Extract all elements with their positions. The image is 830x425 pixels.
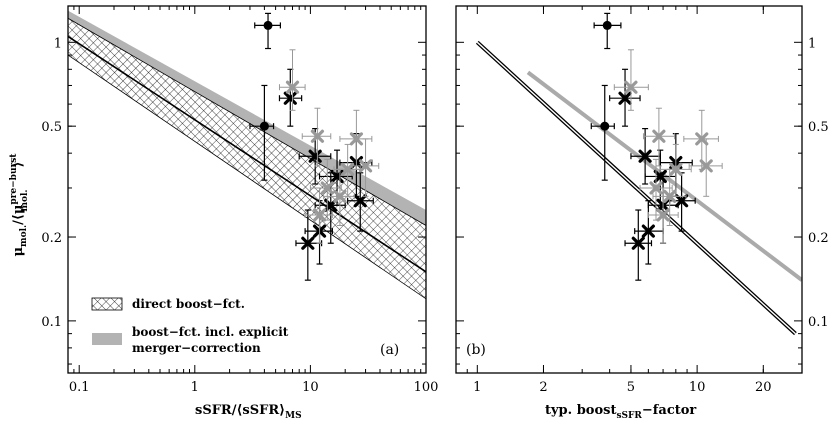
panel-a-black-cross-marker — [353, 194, 367, 208]
panel-b-xlabel-main: typ. boost — [545, 403, 616, 418]
panel-b-ytick-label-right: 0.1 — [808, 315, 829, 330]
panel-a-frame — [67, 5, 427, 374]
panel-a-ylabel: μmol./⟨μpre−burstmol.⟩ — [9, 153, 30, 257]
legend: direct boost−fct. boost−fct. incl. expli… — [91, 297, 289, 355]
panel-a-grey-cross-marker — [358, 159, 373, 173]
ylabel-ratio-sup: pre−burst — [9, 153, 19, 205]
panel-a-grey-cross-marker — [310, 129, 325, 143]
panel-b-ytick-label-right: 1 — [808, 36, 816, 51]
panel-b-grey-cross-marker — [624, 80, 638, 94]
panel-b-xlabel: typ. boostsSFR−factor — [545, 403, 696, 421]
panel-b-grey-cross-marker — [652, 129, 666, 143]
panel-b: 1 2 5 10 20 0.1 0.2 0.5 1 (b) typ. boostsSFR−fac… — [455, 5, 829, 421]
panel-a-circle-marker — [263, 20, 273, 30]
panel-a-ytick-label: 0.2 — [41, 231, 62, 246]
legend-crosshatch-swatch — [91, 297, 123, 311]
panel-b-grey-cross-marker — [699, 159, 713, 173]
panel-b-points — [590, 12, 723, 281]
panel-a-xtick-label: 10 — [302, 380, 319, 395]
panel-b-xlabel-tail: −factor — [642, 403, 696, 418]
legend-grey-swatch — [92, 333, 122, 345]
panel-b-black-cross-marker — [618, 91, 632, 105]
ylabel-mu: μ — [11, 246, 26, 256]
panel-b-circle-marker — [602, 20, 612, 30]
panel-a-grey-cross-marker — [312, 208, 327, 222]
panel-b-ytick-label-right: 0.2 — [808, 231, 829, 246]
panel-a-xtick-label: 0.1 — [69, 380, 90, 395]
panel-b-black-cross-marker — [638, 149, 652, 163]
panel-b-grey-cross-marker — [669, 162, 683, 176]
panel-a-points — [249, 12, 380, 281]
panel-a-label: (a) — [380, 342, 399, 358]
panel-a-ytick-label: 1 — [54, 36, 62, 51]
panel-b-label: (b) — [466, 342, 486, 358]
panel-b-grey-cross-marker — [663, 189, 677, 203]
panel-b-xtick-label: 10 — [689, 380, 706, 395]
ylabel-mu-sub: mol. — [19, 225, 29, 247]
panel-a-circle-marker — [259, 121, 269, 131]
panel-b-circle-marker — [600, 121, 610, 131]
panel-a-ytick-label: 0.5 — [41, 120, 62, 135]
ylabel-close: ⟩ — [11, 162, 26, 168]
panel-b-black-cross-marker — [631, 236, 645, 250]
panel-b-grey-cross-marker — [656, 208, 670, 222]
panel-b-black-cross-marker — [641, 224, 655, 238]
ylabel-ratio-open: /⟨μ — [11, 204, 26, 225]
panel-a-black-cross-marker — [301, 236, 315, 250]
panel-a-xlabel-main: sSFR/⟨sSFR⟩ — [195, 403, 285, 418]
panel-b-grey-cross-marker — [649, 181, 663, 195]
panel-a-ticks: 0.1 1 10 100 0.1 0.2 0.5 1 — [41, 6, 438, 395]
grey-merger-band — [68, 10, 426, 226]
panel-b-ytick-label-right: 0.5 — [808, 120, 829, 135]
panel-a-ytick-label: 0.1 — [41, 315, 62, 330]
panel-b-xtick-label: 20 — [755, 380, 772, 395]
black-double-line-inner — [476, 41, 796, 335]
crosshatch-direct-band — [68, 17, 426, 300]
panel-b-xlabel-sub: sSFR — [616, 411, 642, 421]
legend-item-merger-line1: boost−fct. incl. explicit — [132, 325, 289, 339]
legend-item-direct: direct boost−fct. — [132, 297, 245, 311]
panel-a-grey-cross-marker — [349, 132, 364, 146]
panel-a-grey-cross-marker — [320, 181, 334, 195]
panel-b-frame — [455, 5, 803, 374]
legend-item-merger-line2: merger−correction — [132, 341, 261, 355]
panel-b-xtick-label: 1 — [473, 380, 481, 395]
panel-a-grey-cross-marker — [333, 189, 347, 203]
panel-a-bands — [68, 10, 426, 300]
direct-band-center-line — [68, 35, 426, 273]
panel-a-grey-cross-marker — [285, 80, 300, 94]
panel-a-xlabel-sub: MS — [285, 411, 301, 421]
panel-a: 0.1 1 10 100 0.1 0.2 0.5 1 (a) direct boost−fct… — [9, 5, 438, 421]
panel-a-black-cross-marker — [308, 149, 322, 163]
panel-a-xtick-label: 1 — [191, 380, 199, 395]
ylabel-ratio-sub: mol. — [20, 189, 30, 211]
panel-a-xlabel: sSFR/⟨sSFR⟩MS — [195, 403, 302, 421]
panel-b-grey-cross-marker — [695, 132, 709, 146]
panel-a-xtick-label: 100 — [414, 380, 439, 395]
panel-a-black-cross-marker — [283, 91, 297, 105]
panel-a-grey-cross-marker — [341, 162, 355, 176]
panel-b-xtick-label: 5 — [627, 380, 635, 395]
panel-b-ticks: 1 2 5 10 20 0.1 0.2 0.5 1 — [455, 6, 829, 395]
panel-b-xtick-label: 2 — [539, 380, 547, 395]
